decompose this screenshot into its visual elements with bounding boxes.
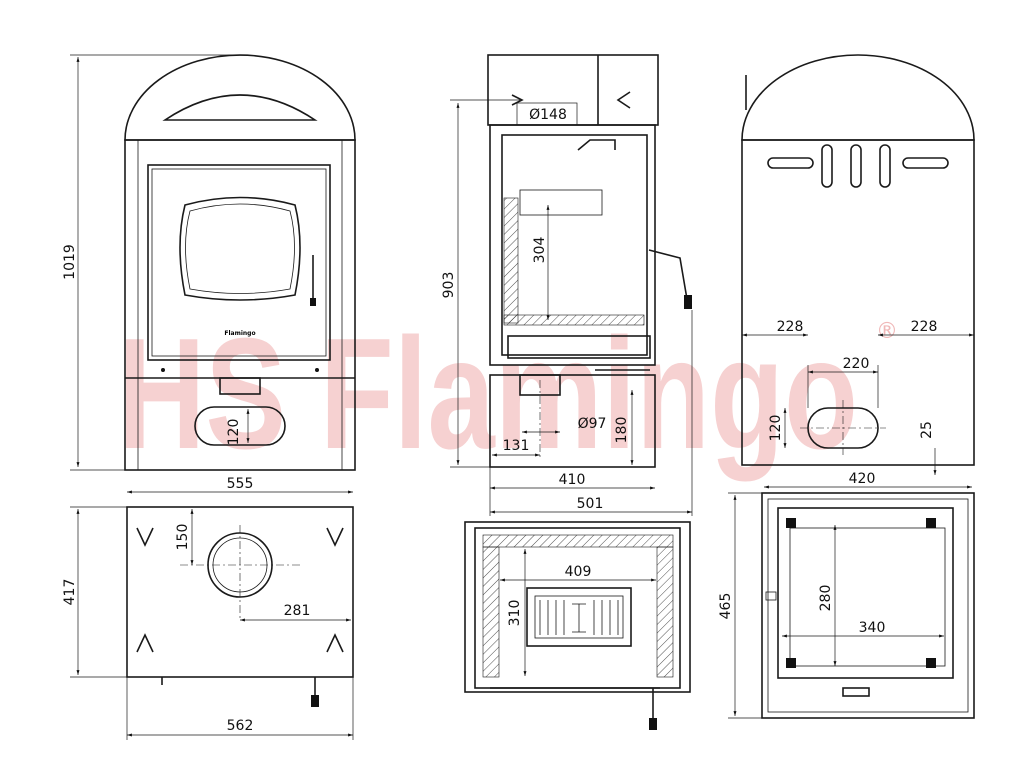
dim-air-diameter: Ø97 bbox=[578, 416, 607, 432]
dim-rear-left: 228 bbox=[777, 319, 804, 335]
dim-flue-diameter: Ø148 bbox=[529, 107, 567, 123]
registered-mark: ® bbox=[876, 319, 898, 344]
dim-air-height: 180 bbox=[614, 417, 630, 444]
dim-top-width: 562 bbox=[227, 718, 254, 734]
dim-grate-width: 409 bbox=[565, 564, 592, 580]
dim-chamber-height: 304 bbox=[532, 237, 548, 264]
dim-base-width: 420 bbox=[849, 471, 876, 487]
plan-section-view: 409 310 bbox=[464, 521, 691, 730]
dim-front-height: 1019 bbox=[62, 244, 78, 280]
front-view: Flamingo 1019 555 120 bbox=[62, 54, 356, 494]
dim-flue-front: 150 bbox=[175, 524, 191, 551]
dim-foot-depth: 280 bbox=[818, 585, 834, 612]
dim-rear-opening-height: 120 bbox=[768, 415, 784, 442]
door-logo: Flamingo bbox=[224, 330, 255, 337]
dim-rear-right: 228 bbox=[911, 319, 938, 335]
top-view: 417 150 281 562 bbox=[62, 506, 354, 740]
dim-base-depth: 410 bbox=[559, 472, 586, 488]
rear-view: 228 228 220 120 25 bbox=[741, 54, 975, 475]
side-section-view: Ø148 903 304 131 Ø97 180 410 501 bbox=[441, 54, 693, 516]
dim-grate-depth: 310 bbox=[507, 600, 523, 627]
base-view: 420 465 280 340 bbox=[718, 471, 975, 719]
dim-section-height: 903 bbox=[441, 272, 457, 299]
dim-rear-opening-bottom: 25 bbox=[919, 421, 935, 439]
dim-ash-door: 120 bbox=[226, 419, 242, 446]
dim-flue-side: 281 bbox=[284, 603, 311, 619]
dim-front-width: 555 bbox=[227, 476, 254, 492]
dim-air-offset: 131 bbox=[503, 438, 530, 454]
dim-rear-opening-width: 220 bbox=[843, 356, 870, 372]
dim-base-depth: 465 bbox=[718, 593, 734, 620]
dim-foot-width: 340 bbox=[859, 620, 886, 636]
dim-total-depth: 501 bbox=[577, 496, 604, 512]
dim-top-depth: 417 bbox=[62, 579, 78, 606]
